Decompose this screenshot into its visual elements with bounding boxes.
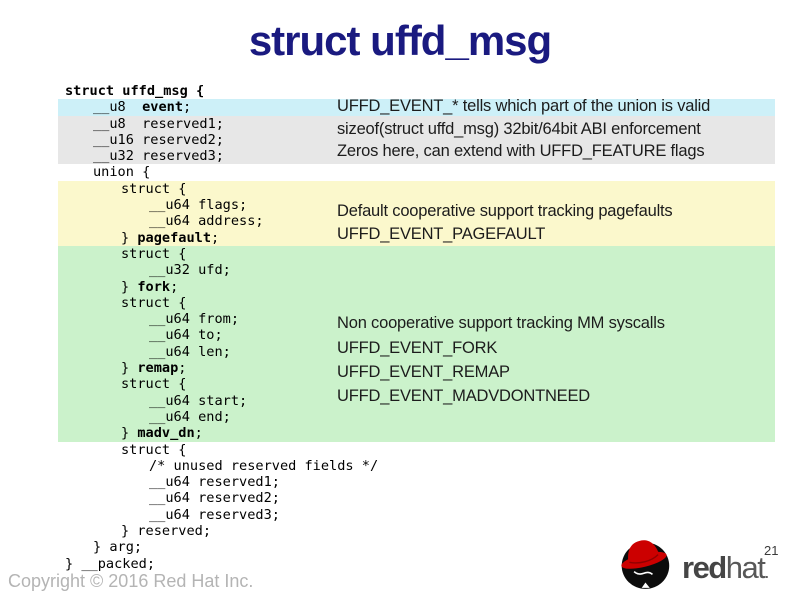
code-line: } fork; (58, 278, 775, 295)
code-line: __u64 start; (58, 392, 775, 409)
code-line: } __packed; (65, 555, 156, 572)
code-line: } arg; (65, 539, 143, 556)
code-line: __u16 reserved2; (58, 131, 775, 149)
page-number: 21 (764, 543, 779, 558)
code-line: __u64 address; (58, 213, 775, 230)
code-line: struct { (58, 376, 775, 393)
logo-trademark-dot: . (764, 562, 769, 582)
logo-word-red: red (682, 550, 727, 585)
code-line: __u64 reserved2; (65, 490, 280, 507)
code-line: __u8 event; (58, 99, 775, 116)
code-line: __u64 to; (58, 327, 775, 344)
code-line: __u64 end; (58, 408, 775, 426)
code-line: __u32 ufd; (58, 262, 775, 279)
code-line: __u64 reserved3; (65, 506, 280, 523)
code-line: } reserved; (65, 523, 212, 540)
code-line: struct { (65, 441, 187, 458)
code-line: /* unused reserved fields */ (65, 457, 379, 474)
code-line: struct { (58, 180, 775, 198)
code-line: union { (65, 164, 151, 181)
logo-word-hat: hat (725, 550, 766, 585)
code-line: struct { (58, 245, 775, 263)
code-line: } pagefault; (58, 229, 775, 246)
code-line: } madv_dn; (58, 425, 775, 442)
code-line: __u64 reserved1; (65, 474, 280, 491)
code-line: struct { (58, 294, 775, 312)
code-line: __u32 reserved3; (58, 148, 775, 165)
code-line: struct uffd_msg { (65, 83, 205, 99)
code-line: } remap; (58, 360, 775, 377)
code-line: __u64 from; (58, 311, 775, 328)
redhat-logo: 21 redhat. (612, 528, 800, 598)
code-line: __u64 len; (58, 343, 775, 361)
redhat-logo-text: redhat. (682, 550, 769, 588)
copyright: Copyright © 2016 Red Hat Inc. (8, 571, 254, 591)
code-block: struct uffd_msg { __u8 event; __u8 reser… (58, 83, 775, 572)
code-line: __u8 reserved1; (58, 115, 775, 132)
redhat-shadowman-icon (621, 540, 670, 589)
page-title: struct uffd_msg (248, 17, 552, 64)
code-line: __u64 flags; (58, 197, 775, 214)
